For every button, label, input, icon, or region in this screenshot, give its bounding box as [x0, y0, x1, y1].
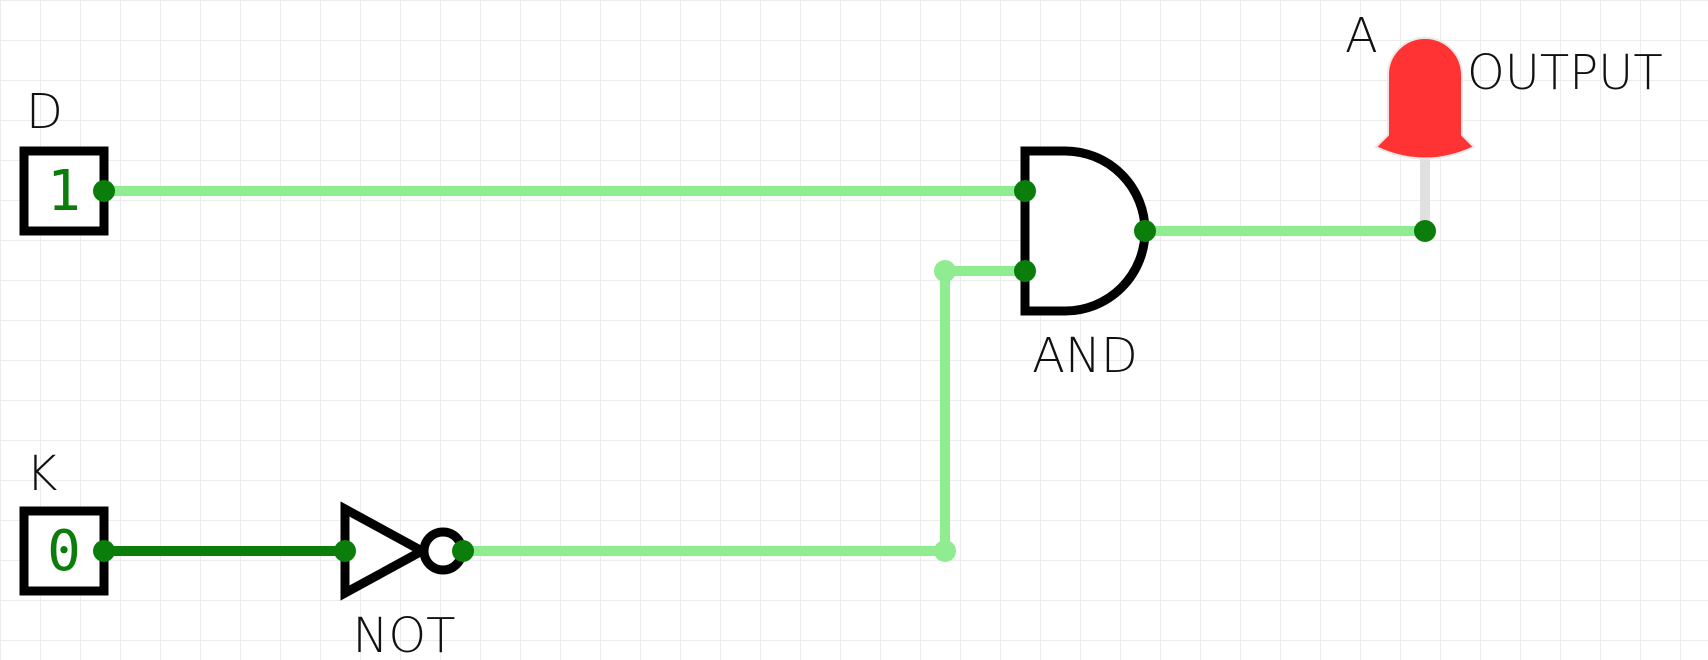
node-and-in-b[interactable] — [1014, 260, 1036, 282]
input-k-label: K — [26, 446, 57, 502]
node-k-out[interactable] — [93, 540, 115, 562]
node-led-in[interactable] — [1414, 220, 1436, 242]
node-d-out[interactable] — [93, 180, 115, 202]
input-d-value: 1 — [47, 159, 81, 224]
node-and-in-a[interactable] — [1014, 180, 1036, 202]
output-name-label: OUTPUT — [1467, 45, 1663, 101]
input-d-toggle[interactable] — [19, 146, 109, 236]
and-gate[interactable] — [1020, 146, 1150, 316]
input-d-label: D — [26, 84, 63, 140]
input-k-value: 0 — [47, 519, 81, 584]
output-led-label: A — [1345, 8, 1378, 64]
and-gate-label: AND — [1032, 328, 1138, 384]
node-wire-corner-bottom[interactable] — [934, 540, 956, 562]
not-gate-label: NOT — [352, 608, 455, 660]
node-wire-corner-top[interactable] — [934, 260, 956, 282]
not-gate[interactable] — [340, 501, 467, 601]
node-and-out[interactable] — [1134, 220, 1156, 242]
node-not-out[interactable] — [452, 540, 474, 562]
node-not-in[interactable] — [334, 540, 356, 562]
output-led[interactable] — [1374, 37, 1476, 160]
